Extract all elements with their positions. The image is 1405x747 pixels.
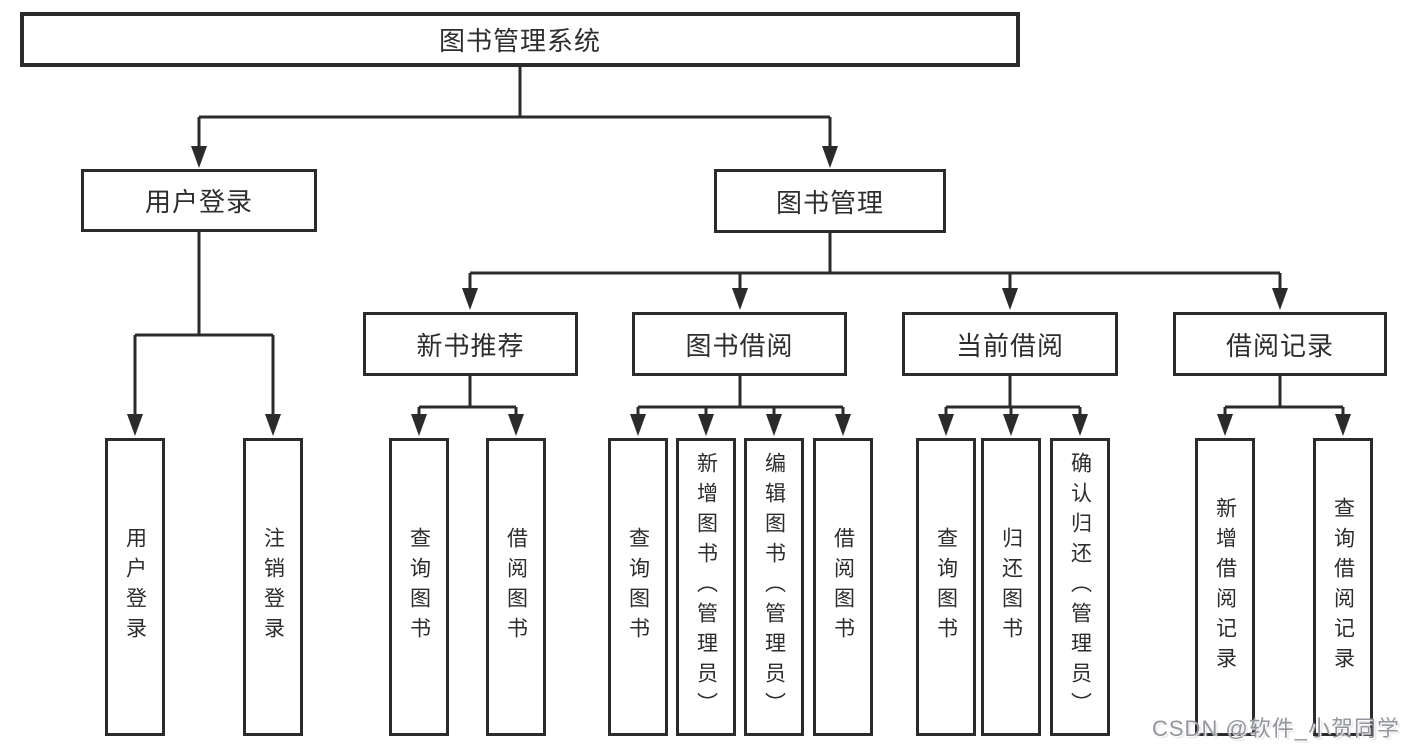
leaf-add-borrow-record: 新增借阅记录 bbox=[1195, 438, 1255, 736]
leaf-query-borrow-record-label: 查询借阅记录 bbox=[1331, 497, 1355, 677]
leaf-confirm-return-admin-label: 确认归还（管理员） bbox=[1068, 452, 1092, 722]
node-book-management-label: 图书管理 bbox=[775, 187, 884, 218]
leaf-return-book: 归还图书 bbox=[981, 438, 1041, 736]
leaf-add-borrow-record-label: 新增借阅记录 bbox=[1213, 497, 1237, 677]
node-book-management: 图书管理 bbox=[714, 169, 946, 233]
node-library-system: 图书管理系统 bbox=[20, 12, 1020, 67]
node-user-login-label: 用户登录 bbox=[144, 187, 253, 217]
leaf-borrow-books-borrowing: 借阅图书 bbox=[813, 438, 873, 736]
node-new-book-recommend-label: 新书推荐 bbox=[416, 330, 525, 361]
leaf-add-book-admin-label: 新增图书（管理员） bbox=[694, 452, 718, 722]
node-book-borrowing-label: 图书借阅 bbox=[685, 330, 794, 361]
csdn-watermark: CSDN @软件_小贺同学 bbox=[1152, 716, 1401, 741]
leaf-query-books-current-label: 查询图书 bbox=[934, 527, 958, 647]
node-borrow-records: 借阅记录 bbox=[1173, 312, 1387, 376]
leaf-user-login-label: 用户登录 bbox=[123, 527, 147, 647]
leaf-add-book-admin: 新增图书（管理员） bbox=[676, 438, 736, 736]
leaf-return-book-label: 归还图书 bbox=[999, 527, 1023, 647]
leaf-logout: 注销登录 bbox=[243, 438, 303, 736]
arrowheads bbox=[127, 146, 1351, 436]
leaf-borrow-books-recommend: 借阅图书 bbox=[486, 438, 546, 736]
leaf-query-books-recommend: 查询图书 bbox=[389, 438, 449, 736]
leaf-query-books-current: 查询图书 bbox=[916, 438, 976, 736]
leaf-borrow-books-borrowing-label: 借阅图书 bbox=[831, 527, 855, 647]
leaf-logout-label: 注销登录 bbox=[261, 527, 285, 647]
node-current-borrowing-label: 当前借阅 bbox=[955, 330, 1064, 361]
node-borrow-records-label: 借阅记录 bbox=[1225, 330, 1334, 361]
leaf-borrow-books-recommend-label: 借阅图书 bbox=[504, 527, 528, 647]
leaf-user-login: 用户登录 bbox=[105, 438, 165, 736]
leaf-confirm-return-admin: 确认归还（管理员） bbox=[1050, 438, 1110, 736]
leaf-query-books-borrowing-label: 查询图书 bbox=[626, 527, 650, 647]
leaf-query-books-borrowing: 查询图书 bbox=[608, 438, 668, 736]
node-library-system-label: 图书管理系统 bbox=[438, 26, 601, 56]
node-new-book-recommend: 新书推荐 bbox=[363, 312, 578, 376]
node-user-login: 用户登录 bbox=[81, 169, 317, 232]
node-book-borrowing: 图书借阅 bbox=[632, 312, 847, 376]
leaf-edit-book-admin-label: 编辑图书（管理员） bbox=[762, 452, 786, 722]
leaf-edit-book-admin: 编辑图书（管理员） bbox=[744, 438, 804, 736]
node-current-borrowing: 当前借阅 bbox=[902, 312, 1118, 376]
leaf-query-borrow-record: 查询借阅记录 bbox=[1313, 438, 1373, 736]
leaf-query-books-recommend-label: 查询图书 bbox=[407, 527, 431, 647]
